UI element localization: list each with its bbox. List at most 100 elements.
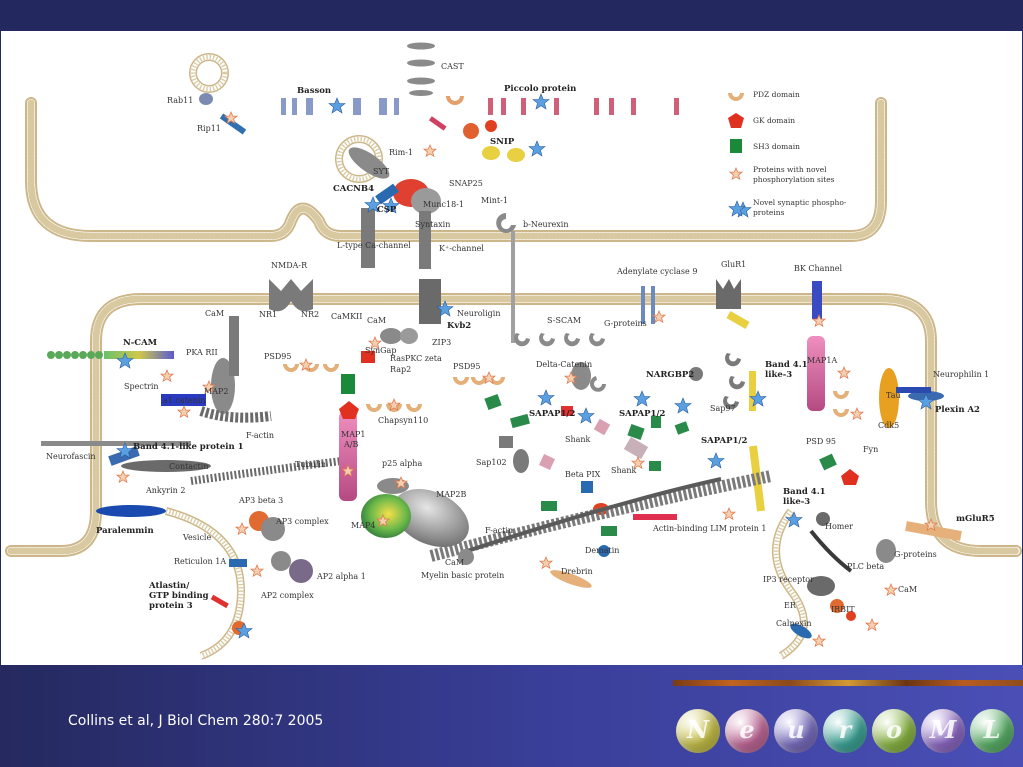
- label-csp: CSP: [377, 205, 397, 215]
- label-kchannel: K⁺-channel: [439, 244, 484, 253]
- label-basson: Basson: [297, 86, 331, 96]
- label-neuroligin: Neuroligin: [457, 309, 500, 318]
- logo-color-strip: [673, 680, 1023, 686]
- label-glur1: GluR1: [721, 260, 746, 269]
- label-ap3complex: AP3 complex: [275, 517, 329, 526]
- neuroml-logo: N e u r o M L: [676, 709, 1016, 755]
- label-neurophilin: Neurophilin 1: [933, 370, 989, 379]
- orange-stars: [115, 110, 939, 648]
- label-pkczeta: PKC zeta: [405, 354, 442, 363]
- tubulin: [190, 457, 342, 485]
- legend-sh3: SH3 domain: [753, 142, 800, 151]
- map1a-bar: [807, 336, 825, 411]
- label-rap2: Rap2: [390, 365, 411, 374]
- irbit-ball-1: [830, 599, 844, 613]
- legend-gk: GK domain: [753, 116, 795, 125]
- label-vesicle: Vesicle: [182, 533, 211, 542]
- label-ras: Ras: [390, 354, 405, 363]
- label-ncam: N-CAM: [123, 338, 158, 348]
- homer-link: [809, 529, 853, 573]
- delta-catenin-pdz: [590, 376, 606, 392]
- label-rip11: Rip11: [197, 124, 221, 133]
- label-alp: Actin-binding LIM protein 1: [652, 524, 766, 533]
- factin-filament: [429, 470, 773, 562]
- ap3-complex-body: [261, 517, 285, 541]
- label-mint1: Mint-1: [481, 196, 508, 205]
- label-cacnb4: CACNB4: [333, 184, 374, 194]
- ncam-bar: [104, 351, 174, 359]
- irbit-ball-2: [846, 611, 856, 621]
- snip-2: [507, 148, 525, 162]
- pdz-chain-psd95: [283, 364, 339, 372]
- label-fyn: Fyn: [863, 445, 878, 454]
- label-ip3r: IP3 receptor: [763, 575, 814, 584]
- label-shank1: Shank: [565, 435, 591, 444]
- label-shank2: Shank: [611, 466, 637, 475]
- label-calnexin: Calnexin: [776, 619, 812, 628]
- label-tau: Tau: [886, 391, 901, 400]
- label-kvb2: Kvb2: [447, 321, 471, 331]
- presynaptic-membrane: [25, 97, 887, 242]
- label-cam2: CaM: [367, 316, 386, 325]
- paralemmin: [96, 505, 166, 517]
- glur1-yellow: [726, 311, 750, 329]
- label-irbit: IRBIT: [831, 605, 855, 614]
- top-bar: [0, 0, 1023, 31]
- map1ab: [339, 411, 357, 501]
- label-betapix: Beta PIX: [565, 470, 601, 479]
- label-cam4: CaM: [898, 585, 917, 594]
- logo-ball-u: u: [774, 709, 818, 753]
- neurophilin: [896, 387, 931, 393]
- label-sap97: Sap97: [710, 404, 736, 413]
- label-factin2: F-actin: [485, 526, 513, 535]
- adenylate-cyclase-1: [641, 286, 645, 324]
- legend-pdz-icon: [728, 93, 744, 101]
- rim-ball-1: [463, 123, 479, 139]
- label-cam1: CaM: [205, 309, 224, 318]
- label-map1ab-1: MAP1: [341, 430, 365, 439]
- legend-novel-sites-1: Proteins with novel: [753, 165, 827, 174]
- label-psd95a: PSD95: [264, 352, 291, 361]
- label-nmdar: NMDA-R: [271, 261, 308, 270]
- neurofascin: [41, 441, 191, 446]
- figure-area: PDZ domain GK domain SH3 domain Proteins…: [1, 31, 1022, 665]
- label-munc18: Munc18-1: [423, 200, 464, 209]
- label-map1ab-2: A/B: [343, 440, 358, 449]
- snip-1: [482, 146, 500, 160]
- nargbp2: [689, 367, 703, 381]
- tau: [879, 368, 899, 428]
- gk-red-3: [841, 469, 859, 485]
- syngap-2: [400, 328, 418, 344]
- label-er: ER: [784, 601, 797, 610]
- pdz-chain-sap97: [723, 353, 745, 410]
- vimentin: [229, 316, 239, 376]
- g-protein-ball: [876, 539, 896, 563]
- label-band41l3b-1: Band 4.1: [783, 487, 826, 497]
- label-sapap12a: SAPAP1/2: [529, 409, 576, 419]
- contactin: [121, 460, 211, 472]
- label-map2: MAP2: [204, 387, 228, 396]
- label-a1catenin: a1 catenin: [163, 396, 205, 405]
- map2b: [393, 488, 469, 548]
- label-nr2: NR2: [301, 310, 319, 319]
- gk-red-1: [339, 401, 359, 419]
- label-p25: p25 alpha: [382, 459, 422, 468]
- syngap-1: [380, 328, 402, 344]
- munc18: [411, 188, 441, 214]
- label-band41l3a-2: like-3: [765, 370, 792, 380]
- label-gproteins2: G-proteins: [894, 550, 937, 559]
- label-psd95b: PSD95: [453, 362, 480, 371]
- logo-ball-r: r: [823, 709, 867, 753]
- synapse-diagram: PDZ domain GK domain SH3 domain Proteins…: [5, 42, 1022, 660]
- glur1: [716, 279, 741, 309]
- label-cdk5: Cdk5: [878, 421, 899, 430]
- syntaxin-bar: [419, 211, 431, 269]
- piccolo-bars: [488, 98, 679, 115]
- label-mglur5: mGluR5: [956, 514, 995, 524]
- legend-novel-proteins-1: Novel synaptic phospho-: [753, 198, 847, 207]
- label-band41p1: Band 4.1-like protein 1: [133, 442, 244, 452]
- ap2-alpha: [289, 559, 313, 583]
- scaffold-scatter: [484, 393, 690, 536]
- label-nargbp2: NARGBP2: [646, 370, 694, 380]
